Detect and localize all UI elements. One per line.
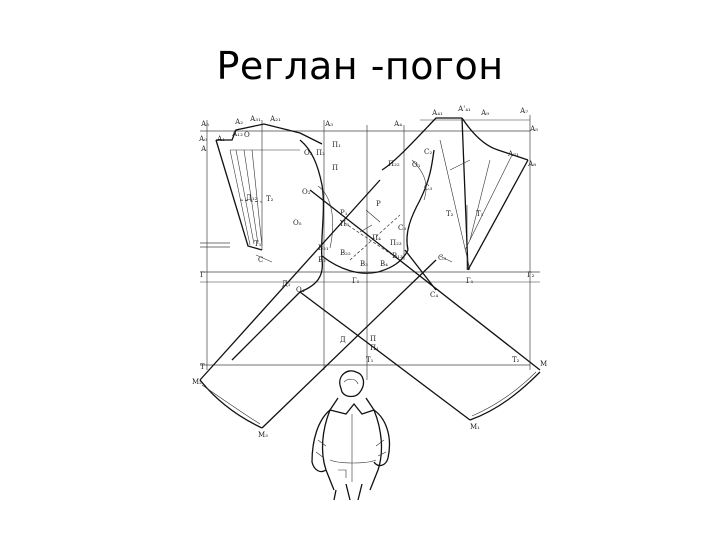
label-t2-right: Т₂ (446, 210, 454, 218)
label-b3: В₃ (360, 260, 368, 268)
label-a12: А₁₂ (232, 130, 243, 138)
label-a41: А₄₁ (432, 109, 443, 117)
label-m3: М₃ (258, 431, 268, 439)
label-c3-mid: С₃ (398, 224, 406, 232)
label-t: Т (200, 363, 205, 371)
label-a5: А₅ (201, 120, 209, 128)
label-a0: А₀ (199, 135, 207, 143)
label-b22: В₂₂ (340, 249, 351, 257)
label-g1-center: Г₁ (352, 277, 360, 285)
label-p22: П₂₂ (388, 160, 400, 168)
label-d12: Д₁₂ (246, 194, 257, 202)
label-g1-right: Г₁ (466, 277, 474, 285)
label-d: Д (340, 336, 346, 344)
label-p-bottom: П (370, 335, 376, 343)
label-c2: С₂ (424, 148, 432, 156)
label-m: М (540, 360, 547, 368)
fashion-sketch (311, 370, 391, 501)
label-p1-center: Р₁ (340, 209, 348, 217)
label-a4: А₄ (394, 120, 402, 128)
front-raglan-curve (381, 117, 529, 271)
label-t1-bottom: Т₁ (366, 356, 374, 364)
label-a9: А₉ (481, 109, 489, 117)
label-p23: П₂₃ (390, 239, 402, 247)
label-c-left: С (258, 256, 263, 264)
label-a41-prime: А'₄₁ (458, 105, 471, 113)
label-b4: В₄ (380, 260, 388, 268)
label-b2: В₂ (318, 256, 326, 264)
label-p: П (332, 164, 338, 172)
label-o4: О₄ (296, 286, 305, 294)
label-c4: С₄ (430, 291, 438, 299)
label-p1: П₁ (332, 141, 341, 149)
label-p2: П₂ (316, 149, 325, 157)
label-g: Г (200, 271, 205, 279)
sleeve-right (299, 189, 541, 421)
label-a7: А₇ (520, 107, 528, 115)
label-a3: А₃ (325, 120, 333, 128)
label-p4: П₄ (372, 234, 381, 242)
label-t1-left: Т₁ (254, 240, 262, 248)
label-a21: А₂₁ (270, 115, 281, 123)
label-a31: А₃₁ (250, 115, 261, 123)
label-o2: О₂ (302, 188, 311, 196)
label-c3: С₃ (424, 184, 432, 192)
label-p3: П₃ (340, 220, 349, 228)
label-a2: А₂ (235, 118, 243, 126)
label-t1-right: Т₁ (476, 210, 484, 218)
label-m2: М₂ (192, 378, 202, 386)
label-b13: В₁₃ (392, 252, 403, 260)
label-a8: А₈ (528, 160, 536, 168)
label-b21: В₂₁ (318, 244, 329, 252)
label-t2-bottom: Т₂ (512, 356, 520, 364)
label-a: А (201, 145, 207, 153)
label-p1-bottom: П₁ (370, 344, 379, 352)
label-a71: А₇₁ (508, 150, 519, 158)
label-o5: О₅ (293, 219, 302, 227)
shoulder-darts (215, 123, 323, 263)
back-raglan-curve (299, 139, 409, 293)
label-a1: А₁ (217, 135, 225, 143)
point-labels: А₅ А₀ А А₁ А₁₂ О А₂ А₃₁ А₂₁ А₃ А₄ А₄₁ А'… (192, 105, 547, 439)
label-o3: О₃ (304, 149, 313, 157)
label-a5-right: А₅ (530, 125, 538, 133)
label-d1: Д₁ (282, 280, 291, 288)
label-o: О (244, 131, 250, 139)
label-t2-left: Т₂ (266, 195, 274, 203)
label-g2: Г₂ (527, 271, 535, 279)
center-guides (339, 159, 471, 263)
sleeve-left (199, 179, 437, 429)
slide-title: Реглан -погон (216, 44, 504, 88)
label-m1: М₁ (470, 423, 480, 431)
label-r: Р (376, 200, 381, 208)
label-o1: О₁ (412, 161, 421, 169)
label-c3-bottom: С₃ (438, 254, 446, 262)
construction-grid (200, 115, 540, 380)
